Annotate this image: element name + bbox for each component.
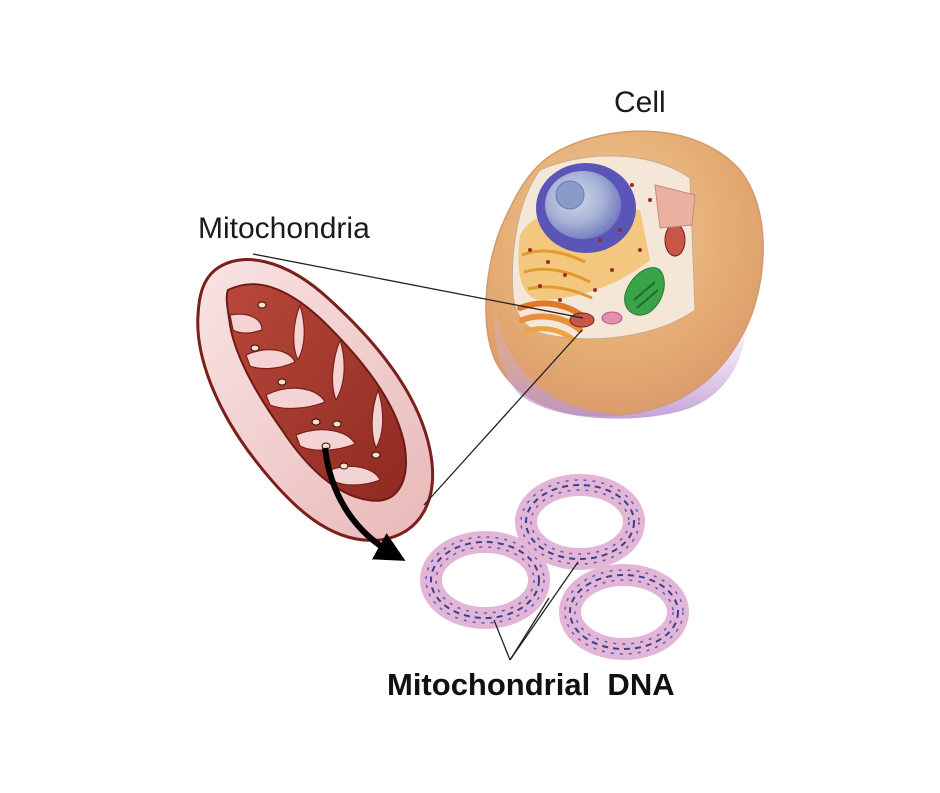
leader-lines-mtdna (493, 561, 579, 661)
cell-mitochondrion-2 (569, 312, 595, 328)
cell-illustration (485, 130, 764, 419)
label-mitochondria: Mitochondria (198, 212, 370, 245)
cristae (229, 303, 384, 486)
label-cell: Cell (614, 86, 666, 119)
label-mitochondrial-dna: Mitochondrial DNA (387, 667, 675, 702)
cell-cut-face (654, 184, 696, 229)
er-folds (521, 249, 593, 300)
nucleolus (555, 180, 585, 210)
mitochondrion-inner-membrane (225, 283, 407, 502)
mtdna-ring-3 (559, 564, 689, 660)
cell-vesicle (601, 311, 623, 325)
mtdna-ring-2 (515, 474, 645, 570)
curved-arrow (322, 447, 406, 561)
nuclear-interior (545, 171, 621, 239)
leader-line-cell-to-mitochondrion (423, 329, 583, 506)
mtdna-ring-1 (420, 531, 550, 629)
chloroplast-grana (633, 281, 659, 309)
cell-mitochondrion-1 (664, 223, 686, 257)
mitochondrion-illustration (196, 258, 435, 542)
leader-line-mitochondria (252, 253, 584, 319)
ribosomes (528, 183, 652, 302)
mitochondrial-dna-granules (250, 301, 381, 470)
